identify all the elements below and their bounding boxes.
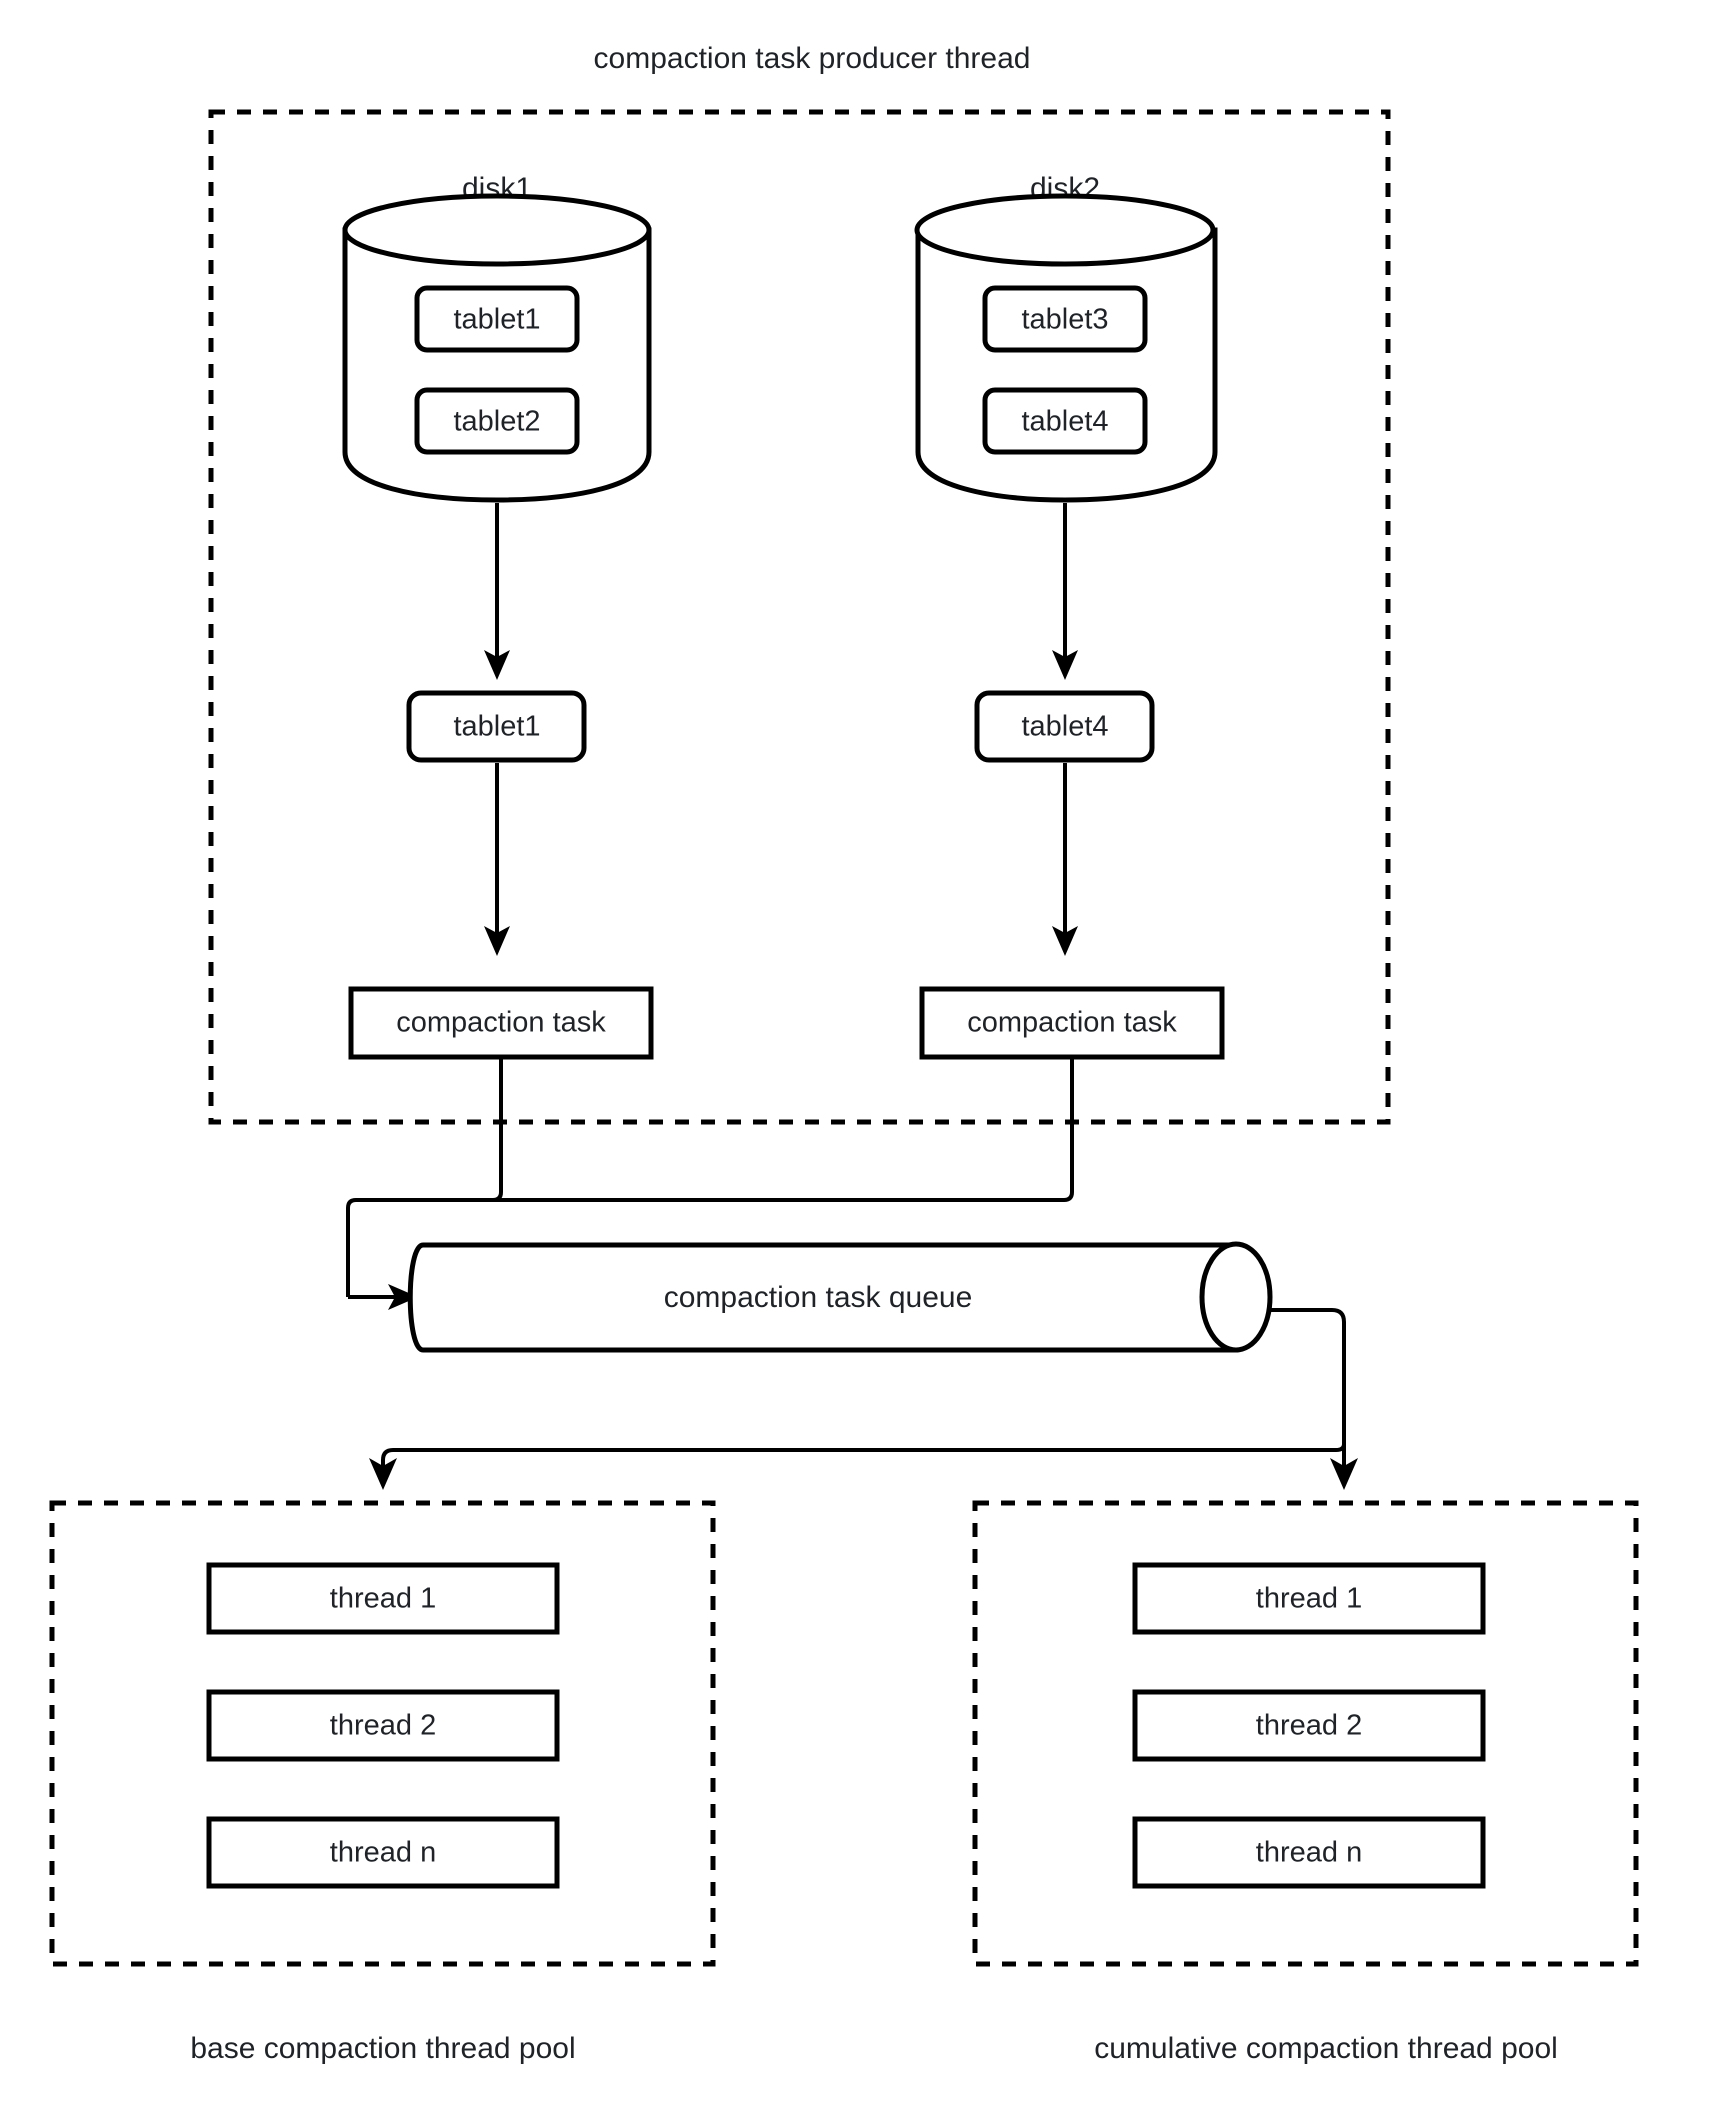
arrow-tablet4-to-task	[1052, 763, 1078, 956]
compaction-task-right-label: compaction task	[967, 1007, 1177, 1039]
cumulative-pool-thread-0: thread 1	[1132, 1562, 1486, 1635]
base-pool-thread-2-label: thread n	[330, 1837, 436, 1869]
arrow-disk1-to-tablet	[484, 503, 510, 680]
disk1-selected-tablet-label: tablet1	[453, 711, 540, 743]
arrow-into-base-pool	[369, 1458, 397, 1490]
diagram-title: compaction task producer thread	[594, 42, 1031, 75]
cumulative-pool-thread-1: thread 2	[1132, 1689, 1486, 1762]
base-pool-boundary	[49, 1500, 716, 1967]
disk2-tablet-0: tablet3	[982, 285, 1148, 353]
disk2-tablet-1: tablet4	[982, 387, 1148, 455]
arrow-into-cumulative-pool	[1330, 1458, 1358, 1490]
disk1-tablet-1-label: tablet2	[453, 406, 540, 438]
disk1-tablet-1: tablet2	[414, 387, 580, 455]
base-pool-thread-0-label: thread 1	[330, 1583, 436, 1615]
disk2-selected-tablet-label: tablet4	[1021, 711, 1108, 743]
arrow-tablet1-to-task	[484, 763, 510, 956]
connector-queue-to-base-pool	[381, 1443, 1346, 1466]
cumulative-pool-thread-1-label: thread 2	[1256, 1710, 1362, 1742]
base-pool-thread-1-label: thread 2	[330, 1710, 436, 1742]
connector-right-task-to-queue	[356, 1057, 1074, 1202]
disk1-tablet-0-label: tablet1	[453, 304, 540, 336]
disk2-tablet-0-label: tablet3	[1021, 304, 1108, 336]
disk1-tablet-0: tablet1	[414, 285, 580, 353]
base-pool-thread-1: thread 2	[206, 1689, 560, 1762]
connector-queue-to-cumulative-pool	[1270, 1308, 1346, 1466]
arrow-disk2-to-tablet	[1052, 503, 1078, 680]
base-pool-caption: base compaction thread pool	[190, 2032, 575, 2065]
compaction-task-queue-label: compaction task queue	[664, 1281, 973, 1314]
disk1-selected-tablet: tablet1	[406, 690, 587, 763]
compaction-task-queue: compaction task queue	[407, 1241, 1273, 1353]
disk2-selected-tablet: tablet4	[974, 690, 1155, 763]
compaction-task-left-label: compaction task	[396, 1007, 606, 1039]
base-pool-thread-0: thread 1	[206, 1562, 560, 1635]
cumulative-pool-caption: cumulative compaction thread pool	[1094, 2032, 1558, 2065]
compaction-task-left: compaction task	[348, 986, 654, 1060]
compaction-task-right: compaction task	[919, 986, 1225, 1060]
disk2-tablet-1-label: tablet4	[1021, 406, 1108, 438]
base-pool-thread-2: thread n	[206, 1816, 560, 1889]
cumulative-pool-thread-0-label: thread 1	[1256, 1583, 1362, 1615]
cumulative-pool-thread-2-label: thread n	[1256, 1837, 1362, 1869]
cumulative-pool-thread-2: thread n	[1132, 1816, 1486, 1889]
arrow-into-queue	[388, 1284, 418, 1310]
cumulative-pool-boundary	[972, 1500, 1639, 1967]
